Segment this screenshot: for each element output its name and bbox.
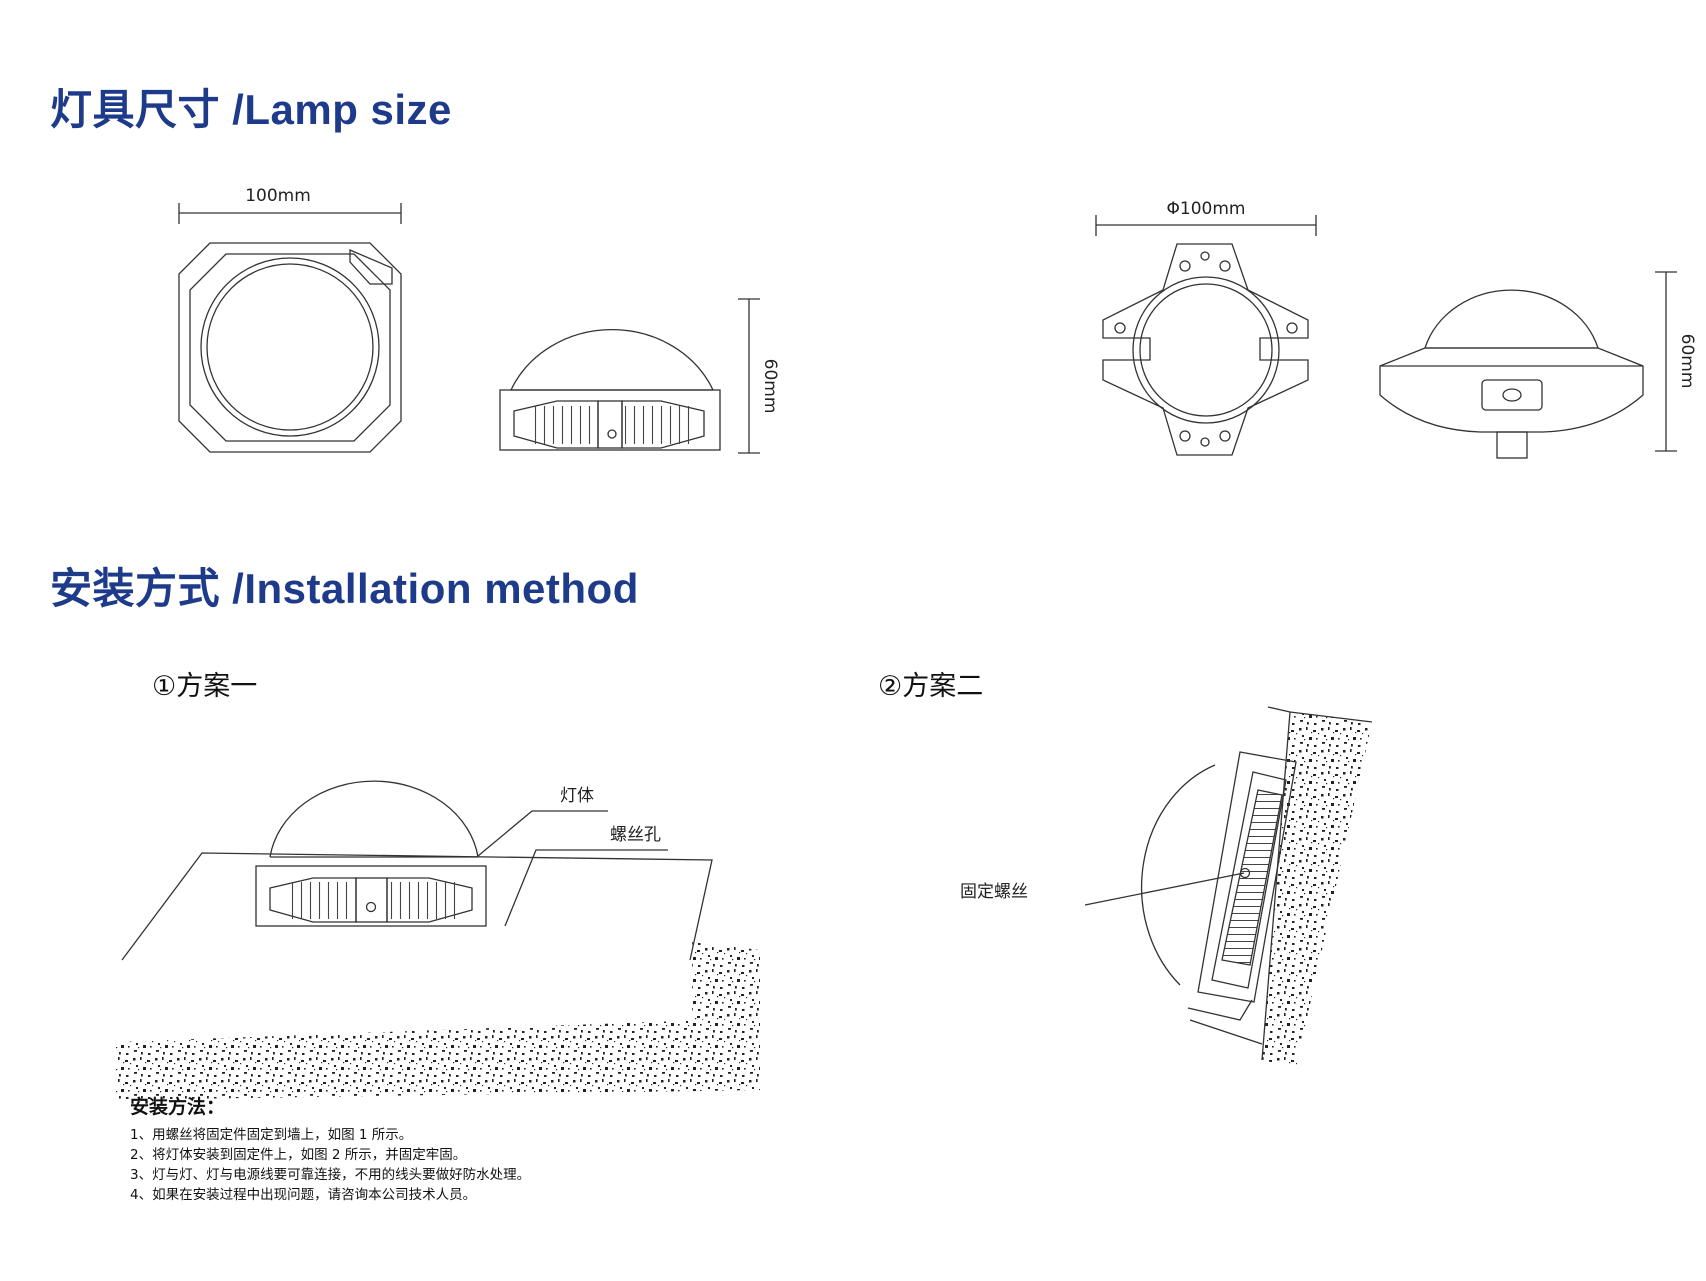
- square-height-label: 60mm: [760, 359, 780, 414]
- installation-step-2: 2、将灯体安装到固定件上，如图 2 所示，并固定牢固。: [130, 1147, 467, 1163]
- installation-step-4: 4、如果在安装过程中出现问题，请咨询本公司技术人员。: [130, 1187, 477, 1203]
- square-lamp-top-view: [178, 203, 402, 453]
- installation-step-3: 3、灯与灯、灯与电源线要可靠连接，不用的线头要做好防水处理。: [130, 1167, 531, 1183]
- round-diameter-label: Φ100mm: [1167, 199, 1246, 219]
- round-height-label: 60mm: [1677, 334, 1697, 389]
- scheme1-callout-hole: 螺丝孔: [610, 825, 661, 845]
- installation-method-heading: 安装方法：: [130, 1096, 226, 1118]
- round-lamp-top-view: [1095, 215, 1317, 456]
- scheme2-label: ②方案二: [878, 671, 984, 702]
- scheme1-drawing: [116, 780, 760, 1100]
- scheme1-label: ①方案一: [152, 671, 258, 702]
- installation-method-notes: 安装方法： 1、用螺丝将固定件固定到墙上，如图 1 所示。 2、将灯体安装到固定…: [130, 1092, 530, 1205]
- round-lamp-side-view: [1379, 271, 1677, 459]
- installation-step-1: 1、用螺丝将固定件固定到墙上，如图 1 所示。: [130, 1127, 413, 1143]
- scheme1-callout-body: 灯体: [560, 786, 594, 806]
- scheme2-drawing: [1084, 706, 1373, 1068]
- scheme2-callout-screw: 固定螺丝: [960, 882, 1028, 902]
- square-lamp-side-view: [499, 298, 760, 454]
- lamp-size-title: 灯具尺寸 /Lamp size: [50, 86, 452, 133]
- square-width-label: 100mm: [245, 186, 311, 206]
- installation-method-title: 安装方式 /Installation method: [50, 565, 639, 612]
